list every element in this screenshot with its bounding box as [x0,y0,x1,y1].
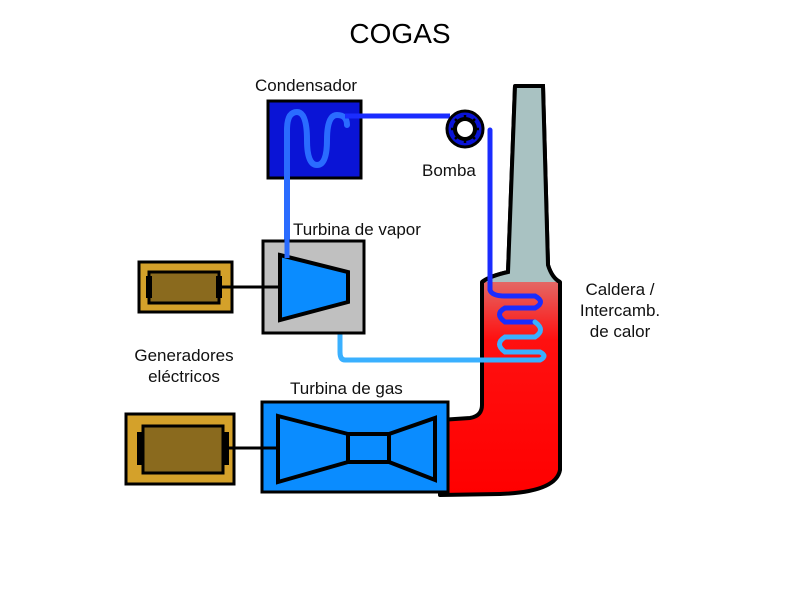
condenser-label: Condensador [255,76,358,95]
boiler-label-line1: Caldera / [585,280,655,299]
boiler-chimney [438,84,562,497]
gas-turbine [260,400,450,494]
generator-bottom [124,412,280,486]
diagram-title: COGAS [349,18,451,49]
gas-turbine-label: Turbina de gas [290,379,403,398]
boiler-coil-lower [337,302,547,363]
steam-turbine-label: Turbina de vapor [293,220,421,239]
pump-icon [445,109,485,149]
pipe-pump-to-boiler [487,127,543,325]
boiler-label-line2: Intercamb. [579,301,661,320]
steam-turbine [261,239,366,335]
generators-label: Generadores eléctricos [124,345,244,387]
boiler-label-line3: de calor [589,322,651,341]
boiler-label: Caldera / Intercamb. de calor [570,279,670,342]
pump-label: Bomba [422,161,476,180]
generator-top [137,260,280,314]
generators-label-line1: Generadores [134,346,234,365]
generators-label-line2: eléctricos [148,367,220,386]
